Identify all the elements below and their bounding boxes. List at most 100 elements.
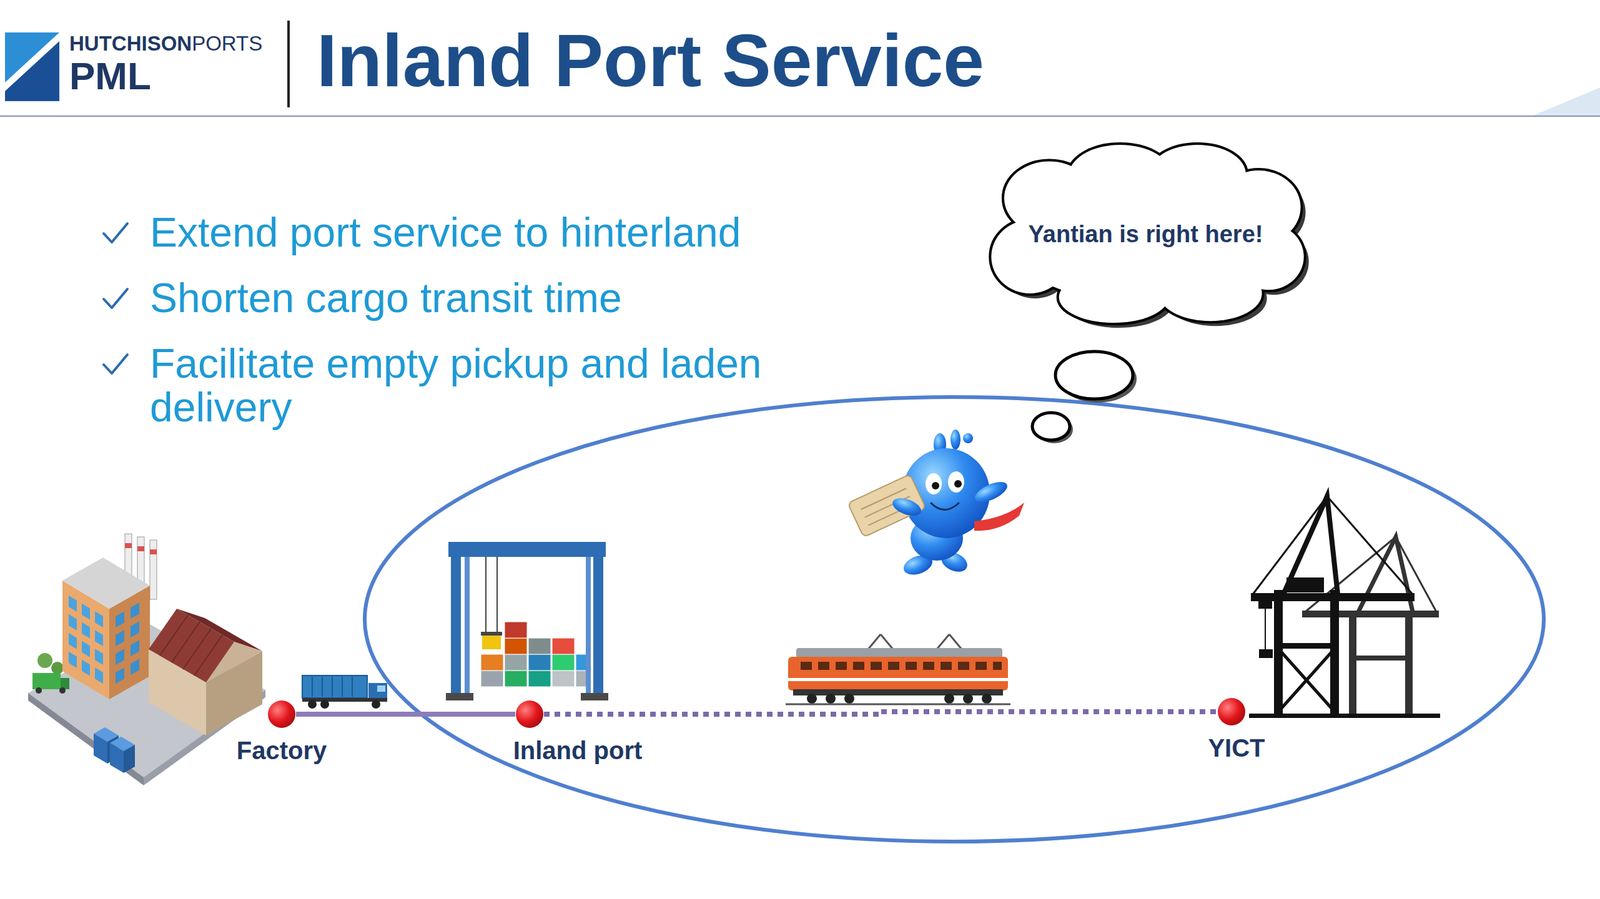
mascot-figure — [868, 509, 903, 526]
container-truck — [321, 676, 323, 697]
locomotive — [853, 661, 865, 671]
yard-crane — [580, 693, 609, 701]
factory-illustration — [32, 673, 61, 690]
locomotive — [888, 661, 900, 671]
locomotive — [785, 703, 1011, 706]
header-wedge — [1533, 87, 1600, 116]
locomotive — [992, 661, 1002, 671]
mascot-figure — [847, 429, 1025, 579]
factory-illustration — [171, 622, 200, 663]
yard-crane — [575, 654, 588, 671]
mascot-figure — [948, 471, 965, 493]
mascot-figure — [962, 433, 973, 444]
factory-illustration — [130, 621, 140, 638]
yard-crane — [552, 670, 575, 687]
factory-illustration — [159, 615, 223, 676]
logo-icon — [4, 32, 60, 102]
locomotive — [936, 634, 950, 650]
container-truck — [341, 676, 343, 697]
container-truck — [311, 676, 313, 697]
quay-crane — [1258, 601, 1273, 609]
yard-crane — [552, 654, 575, 671]
yard-crane — [448, 542, 606, 558]
locomotive — [785, 634, 1011, 705]
quay-crane — [1274, 643, 1339, 649]
mascot-figure — [930, 502, 960, 511]
factory-illustration — [94, 611, 104, 628]
factory-illustration — [68, 614, 77, 631]
check-mark — [103, 289, 128, 308]
factory-illustration — [35, 687, 42, 694]
location-label: Inland port — [513, 736, 643, 766]
factory-illustration — [115, 602, 140, 684]
thought-bubble — [1032, 351, 1137, 444]
mascot-figure — [972, 477, 1011, 506]
mascot-figure — [925, 473, 942, 495]
location-dot — [1217, 698, 1246, 726]
factory-illustration — [149, 549, 157, 555]
location-label: YICT — [1207, 733, 1265, 763]
yard-crane — [450, 549, 461, 700]
container-truck — [368, 683, 388, 700]
slide-title: Inland Port Service — [316, 23, 985, 98]
locomotive — [788, 656, 1008, 691]
factory-illustration — [159, 615, 188, 656]
locomotive — [788, 678, 1008, 682]
factory-illustration — [115, 630, 125, 647]
factory-illustration — [81, 660, 90, 677]
factory-illustration — [81, 641, 90, 658]
locomotive — [958, 661, 970, 671]
yard-crane — [552, 638, 575, 655]
thought-cloud: Yantian is right here! — [984, 143, 1308, 327]
cloud-outline — [1158, 266, 1262, 321]
bullet-text: Shorten cargo transit time — [149, 276, 623, 320]
quay-crane — [1252, 496, 1328, 595]
quay-crane — [1250, 593, 1415, 602]
factory-illustration — [124, 543, 132, 549]
container-truck — [377, 685, 386, 692]
locomotive — [868, 634, 881, 650]
factory-illustration — [94, 648, 104, 666]
locomotive — [835, 661, 847, 671]
logo-icon — [4, 41, 60, 102]
quay-crane — [1302, 610, 1439, 618]
locomotive — [880, 634, 894, 650]
yard-crane — [528, 654, 551, 671]
cloud-text: Yantian is right here! — [1028, 220, 1264, 250]
container-truck — [302, 675, 388, 709]
yard-crane — [464, 549, 470, 700]
factory-illustration — [148, 608, 235, 683]
quay-crane — [1249, 496, 1441, 719]
quay-crane — [1405, 615, 1413, 716]
yard-crane — [504, 670, 528, 687]
locomotive — [806, 693, 817, 704]
cloud-outline — [991, 144, 1304, 323]
yard-crane — [480, 670, 504, 687]
locomotive — [796, 648, 1003, 659]
factory-illustration — [115, 611, 125, 628]
yard-crane — [528, 670, 551, 687]
mascot-figure — [974, 502, 1025, 531]
location-dot — [515, 700, 544, 729]
factory-illustration — [51, 661, 64, 675]
factory-illustration — [194, 635, 223, 676]
factory-illustration — [109, 743, 124, 774]
locomotive — [793, 689, 1003, 696]
quay-crane — [1327, 496, 1413, 595]
factory-illustration — [59, 687, 66, 694]
yard-crane — [496, 557, 498, 633]
yard-crane — [445, 542, 609, 701]
factory-illustration — [123, 745, 135, 774]
mascot-figure — [847, 474, 926, 538]
yard-crane — [482, 635, 501, 650]
quay-crane — [1264, 608, 1266, 650]
route-line — [543, 711, 1218, 715]
yard-crane — [528, 638, 551, 655]
yard-crane — [585, 549, 591, 700]
thought-bubble — [1032, 412, 1070, 441]
yard-crane — [445, 693, 474, 701]
factory-illustration — [28, 533, 266, 786]
yard-crane — [575, 670, 588, 687]
location-dot: YICT — [1217, 697, 1246, 727]
container-truck — [312, 676, 353, 697]
